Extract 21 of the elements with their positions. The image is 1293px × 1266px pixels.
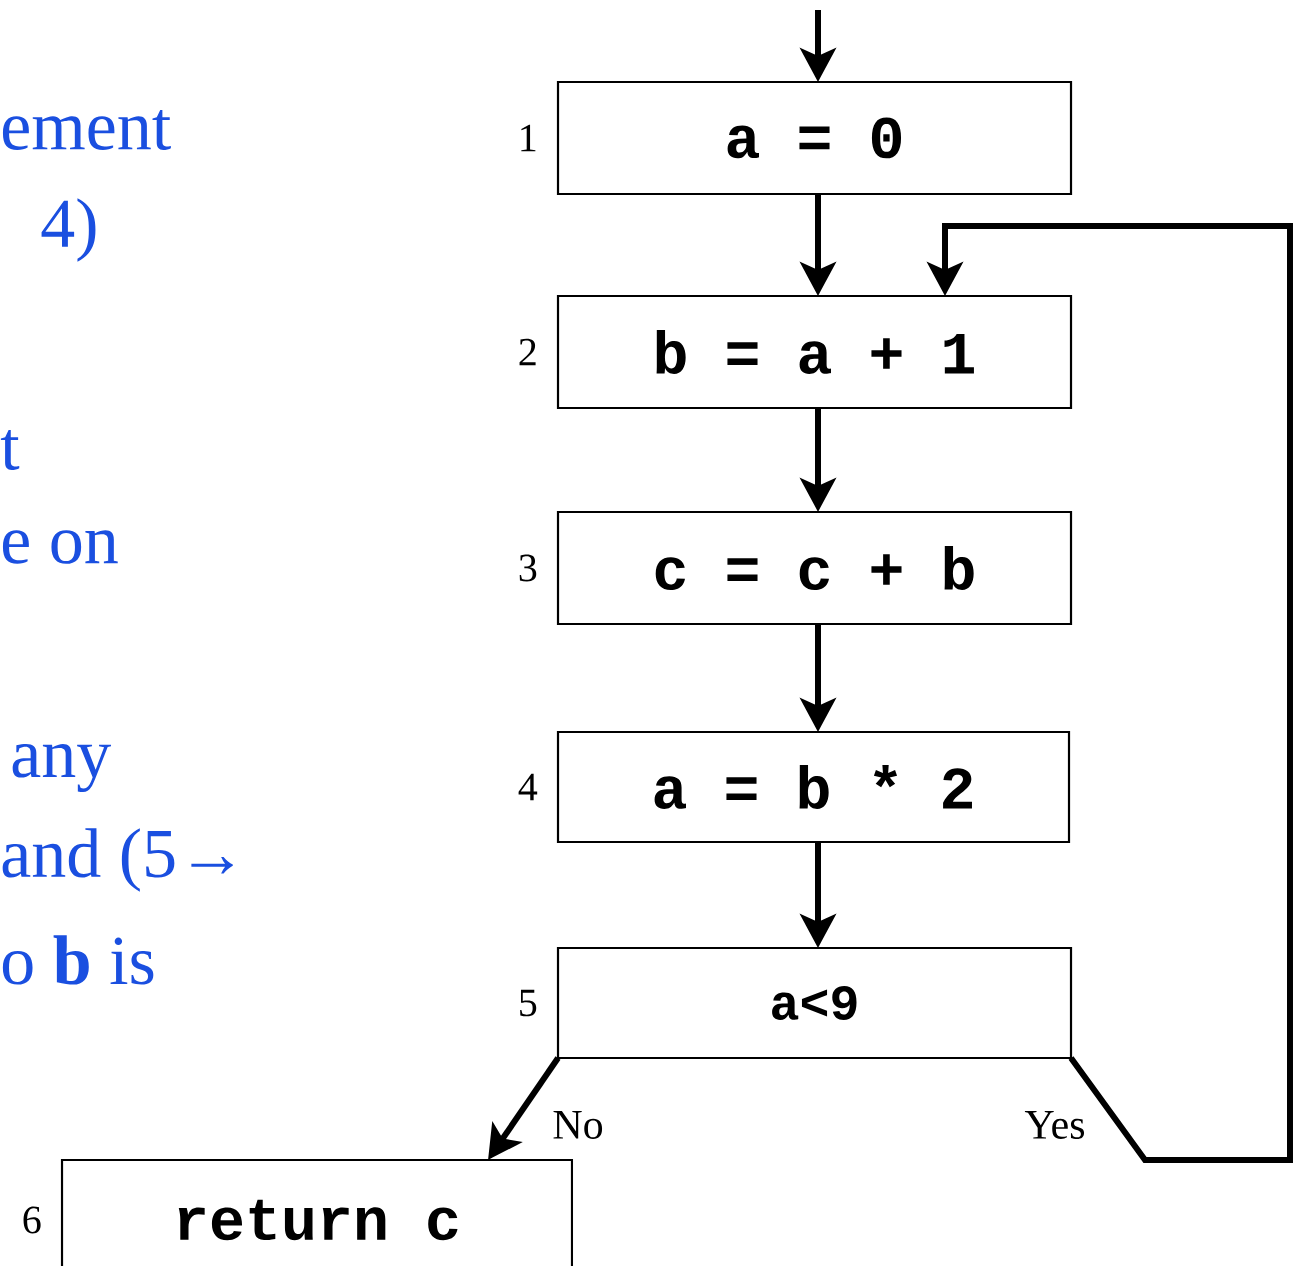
process-box: a = b * 2 bbox=[556, 730, 1071, 844]
note-text: and (5→ bbox=[2, 828, 233, 892]
process-box: return c bbox=[60, 1158, 574, 1266]
process-box: c = c + b bbox=[556, 510, 1073, 626]
edge-label: No bbox=[553, 1111, 603, 1139]
note-text: any bbox=[12, 743, 111, 793]
edge-label: Yes bbox=[1024, 1111, 1085, 1139]
note-text: t bbox=[0, 429, 20, 471]
process-box: a = 0 bbox=[556, 80, 1073, 196]
step-number: 5 bbox=[520, 989, 537, 1017]
process-box: b = a + 1 bbox=[556, 294, 1073, 410]
note-text: e on bbox=[2, 530, 118, 564]
step-number: 1 bbox=[521, 124, 536, 152]
step-number: 6 bbox=[23, 1206, 41, 1234]
process-box: a<9 bbox=[556, 946, 1073, 1060]
step-number: 3 bbox=[519, 554, 537, 582]
note-text: o b is bbox=[2, 935, 154, 985]
note-text: 4) bbox=[41, 198, 96, 262]
note-text: ement bbox=[2, 109, 171, 151]
step-number: 4 bbox=[518, 773, 538, 801]
step-number: 2 bbox=[519, 338, 536, 366]
